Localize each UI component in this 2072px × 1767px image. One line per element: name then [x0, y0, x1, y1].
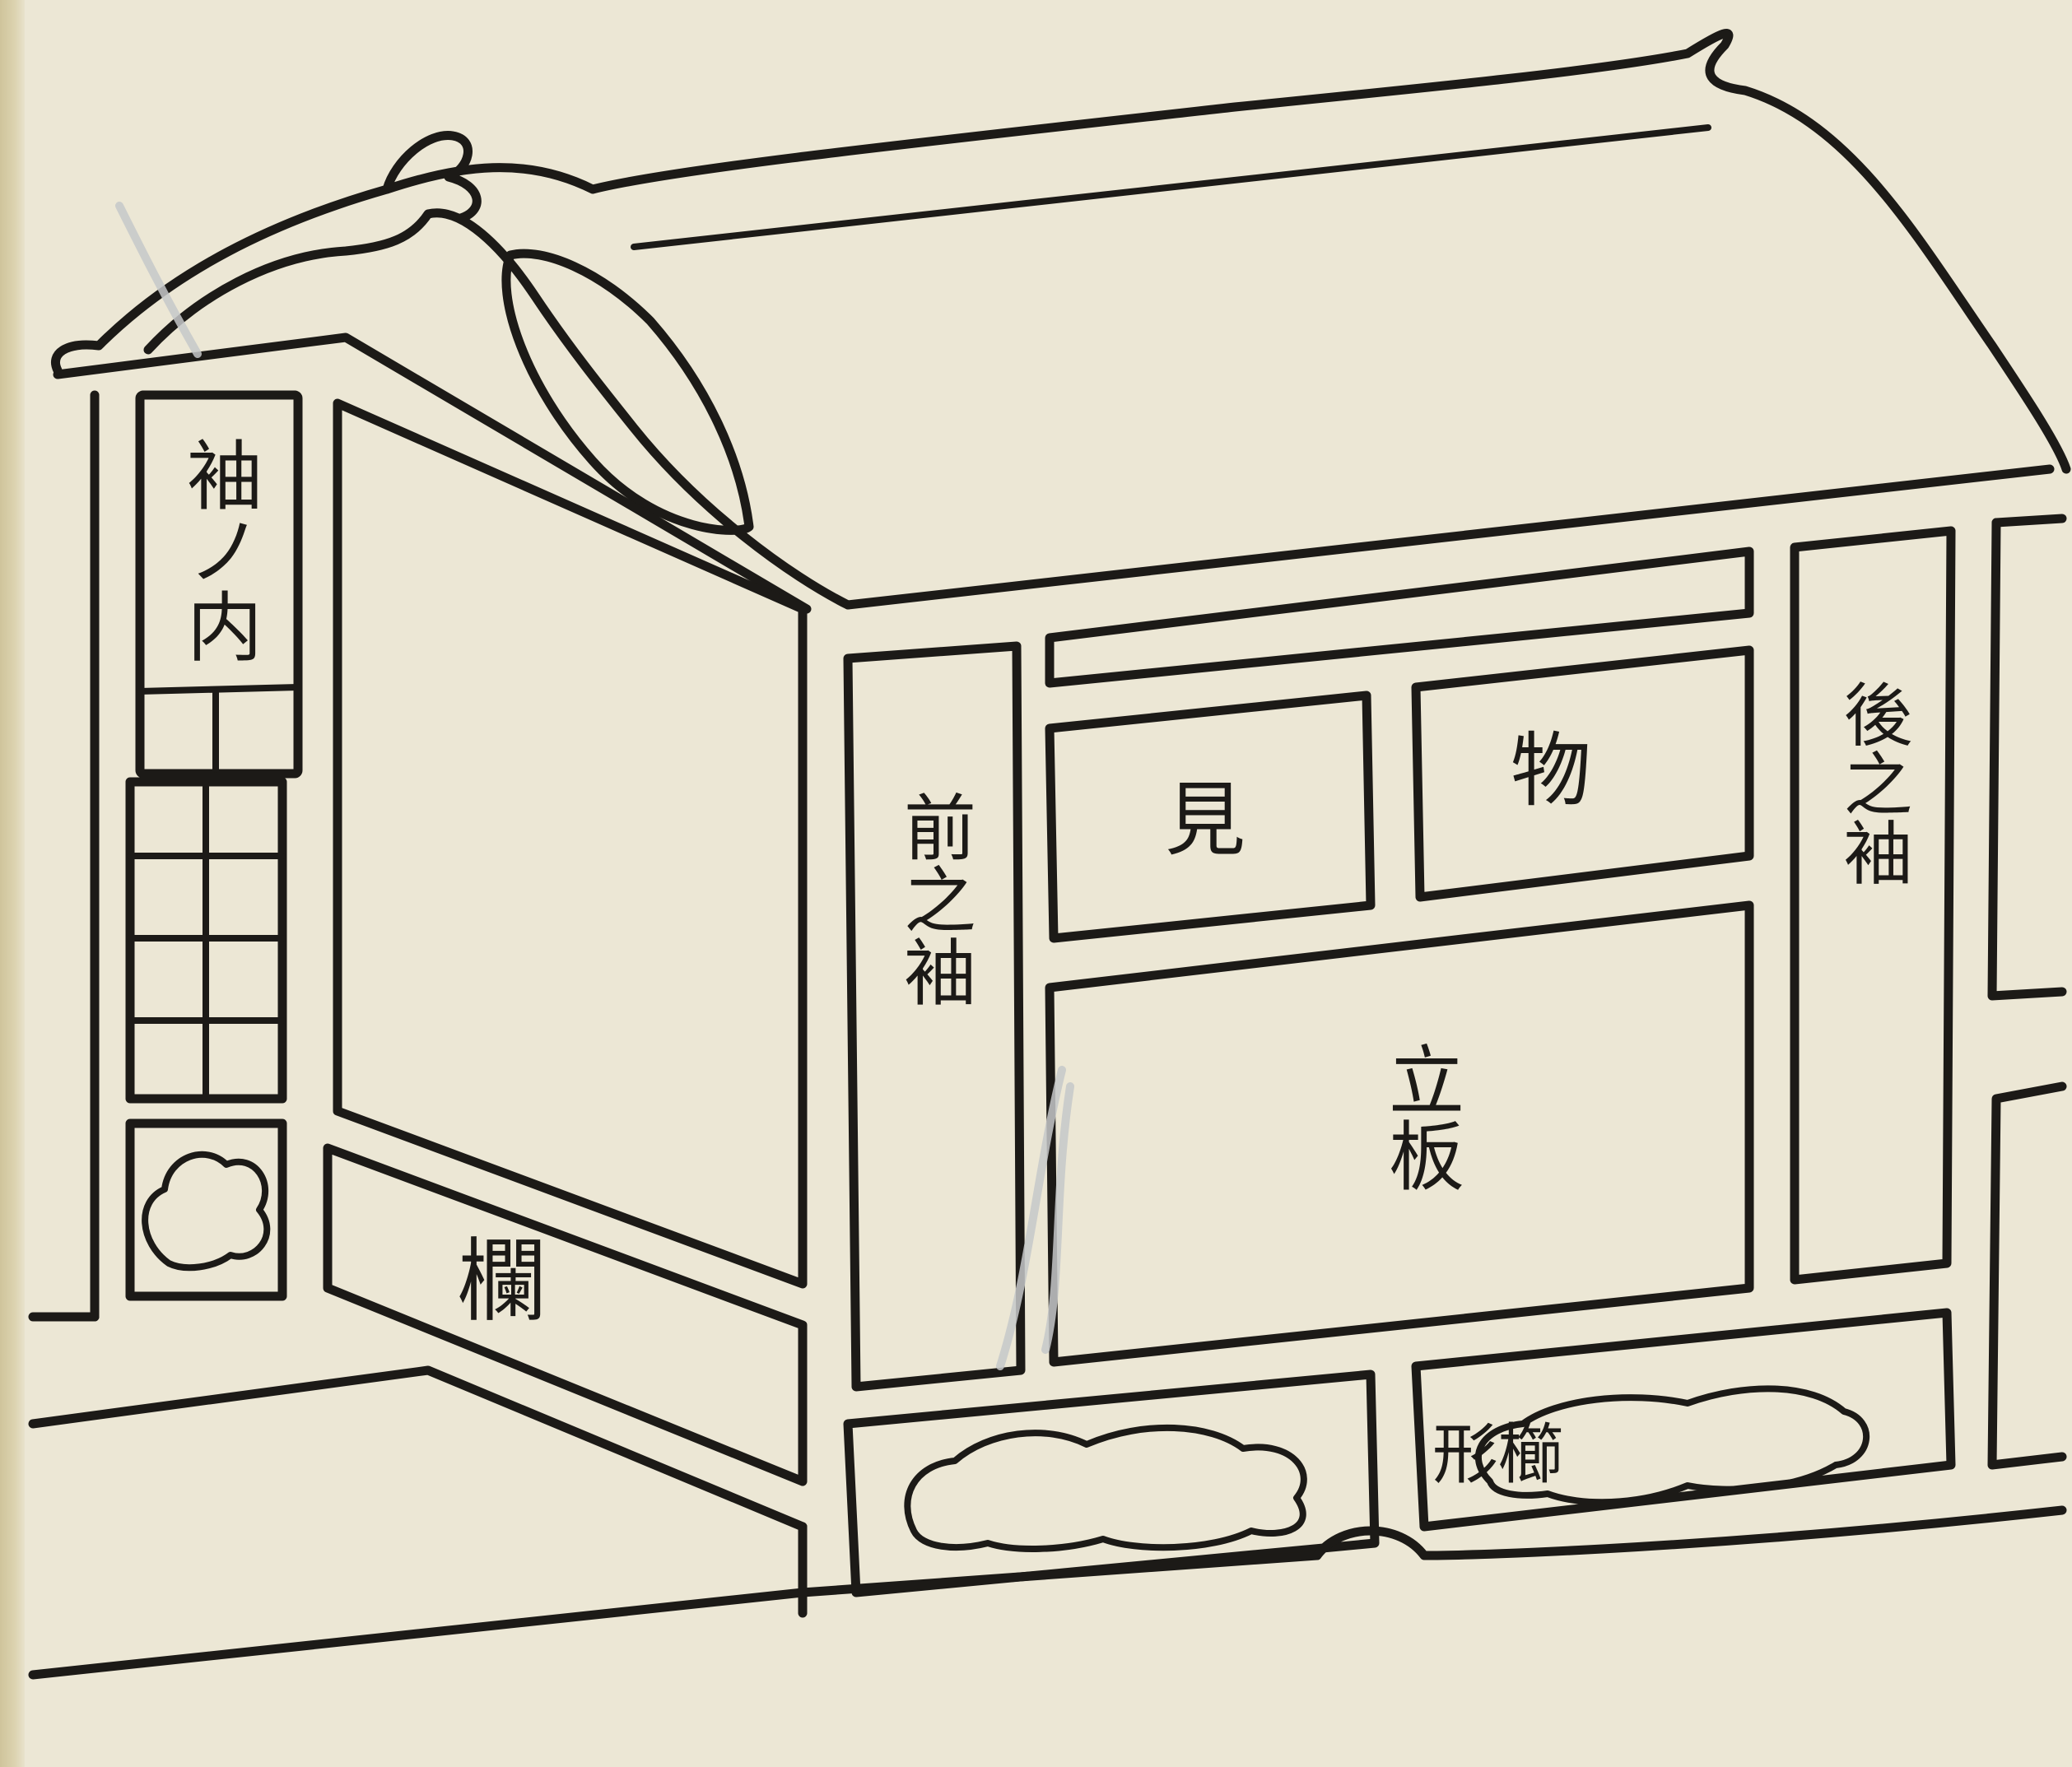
roof: [51, 29, 2071, 614]
label-sode-no-uchi: 袖ノ内: [175, 436, 263, 663]
tate-ita-panel: [1045, 900, 1754, 1367]
gable-window: [501, 249, 754, 535]
paper-mark: [996, 1066, 1066, 1370]
page-binding-edge: [0, 0, 25, 1767]
front-face: [28, 514, 2067, 1680]
mi-panel: [1045, 691, 1376, 943]
mae-no-sode-panel: [843, 641, 1026, 1392]
floor-line-right: [1312, 1505, 2067, 1560]
label-ato-no-sode: 後之袖: [1832, 679, 1913, 886]
label-mae-no-sode: 前之袖: [892, 790, 977, 1007]
lower-cloud-motif: [904, 1424, 1307, 1552]
paper-mark: [1041, 1082, 1074, 1354]
left-side-wall: [323, 398, 808, 1597]
label-ran: 欄: [457, 1229, 547, 1334]
far-right-panel-lower: [1987, 1081, 2067, 1470]
front-eave: [53, 332, 812, 614]
eave-line: [843, 464, 2055, 610]
mono-panel: [1411, 645, 1754, 902]
kushigata-cloud: [1474, 1385, 1869, 1506]
ato-no-sode-panel: [1790, 526, 1956, 1285]
far-right-panel-upper: [1987, 518, 2067, 1001]
label-kushi-gata: 櫛形: [1432, 1416, 1564, 1493]
label-tate-ita: 立板: [1376, 1041, 1464, 1193]
side-wall-panel: [333, 398, 808, 1289]
far-right-top: [1991, 514, 2067, 528]
top-rail-panel: [1045, 546, 1754, 688]
roof-ridge-line: [631, 124, 1711, 250]
label-mono: 物: [1511, 724, 1591, 818]
label-mi: 見: [1165, 774, 1246, 867]
lower-left-base-panel: [843, 1369, 1380, 1597]
front-left-post: [28, 390, 303, 1322]
roof-outline: [51, 29, 2071, 474]
sode-no-uchi-panel: [135, 390, 303, 779]
paper-mark: [115, 202, 202, 358]
floor-line-bottom: [28, 1551, 1322, 1680]
panel-divider: [137, 684, 301, 695]
ran-railing-panel: [323, 1143, 808, 1486]
cloud-panel-left: [125, 1118, 287, 1301]
cloud-motif: [142, 1151, 271, 1272]
floor-line-left: [28, 1365, 808, 1532]
gable-finial: [382, 131, 482, 223]
kushigata-panel: [1411, 1308, 1956, 1532]
